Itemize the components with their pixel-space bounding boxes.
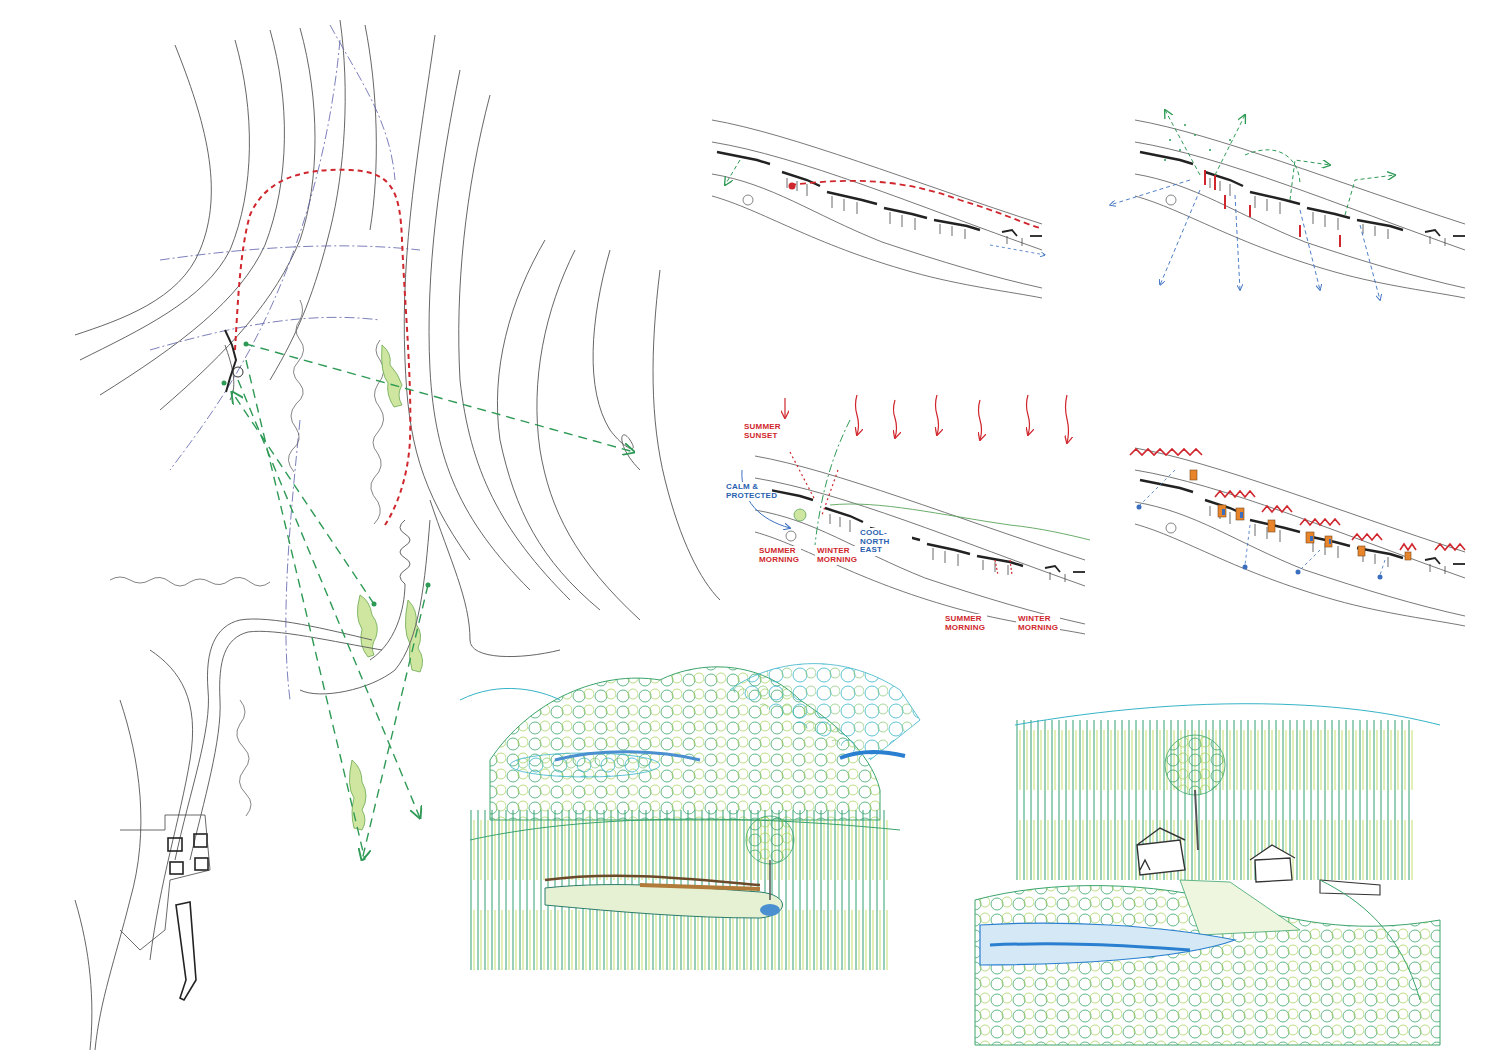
annotation-label: COOL-NORTH EAST: [858, 528, 912, 556]
annotation-label: SUMMER MORNING: [757, 546, 801, 565]
annotation-label: CALM & PROTECTED: [724, 482, 772, 501]
annotation-label: SUMMER MORNING: [943, 614, 987, 633]
annotation-label: SUMMER SUNSET: [742, 422, 786, 441]
annotation-label: WINTER MORNING: [1016, 614, 1060, 633]
annotation-label: WINTER MORNING: [815, 546, 859, 565]
